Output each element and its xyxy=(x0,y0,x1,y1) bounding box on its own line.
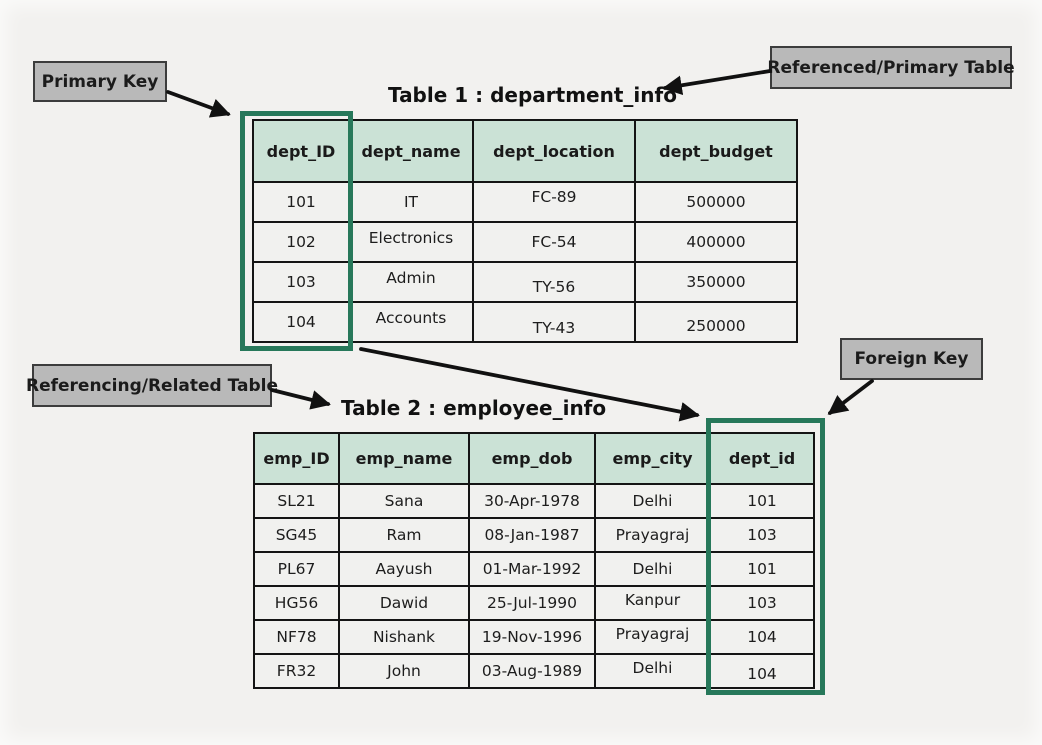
table-cell: 01-Mar-1992 xyxy=(468,551,596,587)
table-cell: Nishank xyxy=(338,619,470,655)
referencing-related-table-label: Referencing/Related Table xyxy=(26,364,278,407)
table-cell: 103 xyxy=(252,261,350,303)
table-cell: 500000 xyxy=(634,181,798,223)
table-cell: Ram xyxy=(338,517,470,553)
table-cell: Delhi xyxy=(594,653,711,689)
table-cell: Admin xyxy=(348,261,474,303)
table-cell: 30-Apr-1978 xyxy=(468,483,596,519)
table-cell: Delhi xyxy=(594,483,711,519)
column-header: dept_location xyxy=(472,119,636,183)
table-cell: Kanpur xyxy=(594,585,711,621)
table-cell: 19-Nov-1996 xyxy=(468,619,596,655)
table-cell: Prayagraj xyxy=(594,619,711,655)
foreign-key-label: Foreign Key xyxy=(840,338,983,380)
table-cell: Aayush xyxy=(338,551,470,587)
table-cell: 08-Jan-1987 xyxy=(468,517,596,553)
table-cell: 104 xyxy=(709,619,815,655)
table-cell: FC-89 xyxy=(472,181,636,223)
table-cell: NF78 xyxy=(253,619,340,655)
column-header: dept_budget xyxy=(634,119,798,183)
table-cell: 400000 xyxy=(634,221,798,263)
arrow-referencing-table-to-title xyxy=(270,388,331,410)
column-header: dept_id xyxy=(709,432,815,485)
primary-key-label: Primary Key xyxy=(33,61,167,102)
table-cell: 350000 xyxy=(634,261,798,303)
table-cell: 101 xyxy=(709,483,815,519)
column-header: emp_city xyxy=(594,432,711,485)
arrow-referenced-table-to-title xyxy=(662,69,772,96)
table-cell: IT xyxy=(348,181,474,223)
table-cell: Prayagraj xyxy=(594,517,711,553)
table-cell: 102 xyxy=(252,221,350,263)
column-header: emp_ID xyxy=(253,432,340,485)
table-cell: SG45 xyxy=(253,517,340,553)
column-header: dept_ID xyxy=(252,119,350,183)
table-cell: 104 xyxy=(252,301,350,343)
table-cell: 101 xyxy=(709,551,815,587)
table-cell: FC-54 xyxy=(472,221,636,263)
table-cell: HG56 xyxy=(253,585,340,621)
table-cell: 101 xyxy=(252,181,350,223)
table-cell: PL67 xyxy=(253,551,340,587)
table-cell: Electronics xyxy=(348,221,474,263)
table-cell: FR32 xyxy=(253,653,340,689)
table-cell: Delhi xyxy=(594,551,711,587)
table-cell: Dawid xyxy=(338,585,470,621)
table-cell: 103 xyxy=(709,517,815,553)
referenced-primary-table-label: Referenced/Primary Table xyxy=(767,46,1015,89)
column-header: emp_dob xyxy=(468,432,596,485)
table-cell: 25-Jul-1990 xyxy=(468,585,596,621)
table-cell: 250000 xyxy=(634,301,798,343)
arrow-foreign-key-to-column xyxy=(827,379,874,415)
table-cell: 103 xyxy=(709,585,815,621)
table-cell: SL21 xyxy=(253,483,340,519)
table2-title: Table 2 : employee_info xyxy=(341,396,607,420)
column-header: dept_name xyxy=(348,119,474,183)
table1-title: Table 1 : department_info xyxy=(388,83,677,107)
table-cell: 104 xyxy=(709,653,815,689)
table-cell: 03-Aug-1989 xyxy=(468,653,596,689)
table-cell: Accounts xyxy=(348,301,474,343)
column-header: emp_name xyxy=(338,432,470,485)
arrow-primary-key-to-column xyxy=(166,90,231,118)
table-cell: TY-56 xyxy=(472,261,636,303)
table-cell: John xyxy=(338,653,470,689)
table-cell: TY-43 xyxy=(472,301,636,343)
table-cell: Sana xyxy=(338,483,470,519)
